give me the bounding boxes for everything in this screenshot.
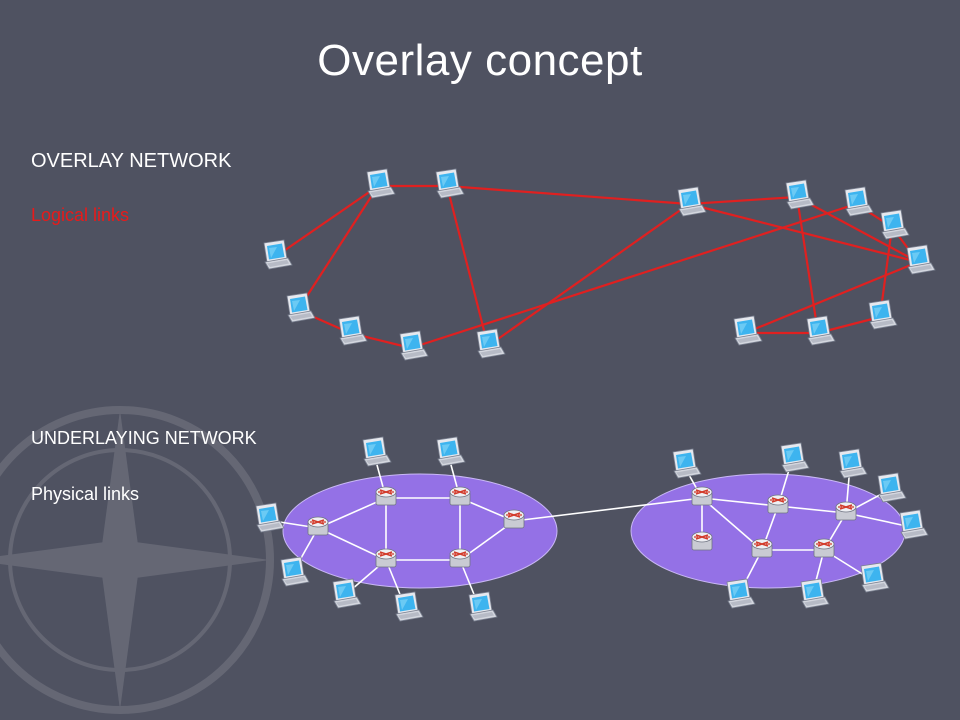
laptop-icon (366, 168, 396, 199)
laptop-icon (838, 448, 868, 479)
router-icon (813, 538, 835, 558)
laptop-icon (263, 239, 293, 270)
router-icon (375, 548, 397, 568)
laptop-icon (672, 448, 702, 479)
laptop-icon (677, 186, 707, 217)
router-icon (767, 494, 789, 514)
laptop-icon (733, 315, 763, 346)
laptop-icon (399, 330, 429, 361)
router-icon (503, 509, 525, 529)
router-icon (449, 548, 471, 568)
laptop-icon (255, 502, 285, 533)
laptop-icon (332, 578, 362, 609)
laptop-icon (880, 209, 910, 240)
laptop-icon (362, 436, 392, 467)
laptop-icon (844, 186, 874, 217)
laptop-icon (468, 591, 498, 622)
laptop-icon (394, 591, 424, 622)
router-icon (449, 486, 471, 506)
router-icon (835, 501, 857, 521)
laptop-icon (877, 472, 907, 503)
laptop-icon (785, 179, 815, 210)
laptop-icon (860, 562, 890, 593)
router-icon (375, 486, 397, 506)
logical-links-label: Logical links (31, 205, 130, 225)
router-icon (751, 538, 773, 558)
slide-title: Overlay concept (317, 36, 643, 85)
left-network-cloud (282, 473, 558, 589)
background-watermark (0, 406, 274, 714)
physical-links-label: Physical links (31, 484, 140, 504)
underlay-network-heading: UNDERLAYING NETWORK (31, 428, 257, 448)
overlay-network-heading: OVERLAY NETWORK (31, 150, 232, 172)
laptop-icon (868, 299, 898, 330)
laptop-icon (476, 328, 506, 359)
laptop-icon (899, 509, 929, 540)
laptop-icon (286, 292, 316, 323)
laptop-icon (436, 436, 466, 467)
logical-links (274, 184, 919, 350)
router-icon (307, 516, 329, 536)
laptop-icon (780, 442, 810, 473)
router-icon (691, 531, 713, 551)
laptop-icon (906, 244, 936, 275)
laptop-icon (338, 315, 368, 346)
router-icon (691, 486, 713, 506)
laptop-icon (435, 168, 465, 199)
